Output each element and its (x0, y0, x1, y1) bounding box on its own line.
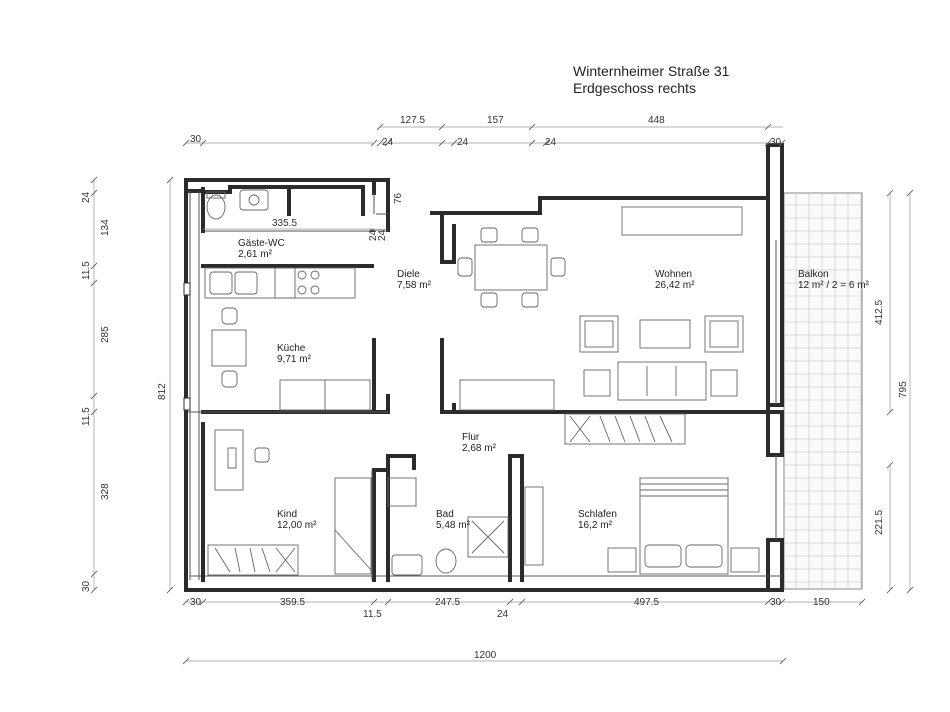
dim-inner-335-5: 335.5 (272, 218, 297, 229)
dim-bottom-497-5: 497.5 (634, 597, 659, 608)
dim-bottom-359-5: 359.5 (280, 597, 305, 608)
room-gaeste-wc-area: 2,61 m² (238, 249, 273, 260)
dimension-lines (90, 123, 914, 665)
dim-right-412-5: 412.5 (874, 300, 885, 325)
room-kind-area: 12,00 m² (277, 520, 317, 531)
balcony (783, 192, 863, 590)
room-bad-area: 5,48 m² (436, 520, 471, 531)
room-kueche-area: 9,71 m² (277, 354, 312, 365)
plan-floor: Erdgeschoss rechts (573, 80, 696, 96)
walls (183, 143, 784, 592)
dim-bottom-30-left: 30 (190, 597, 202, 608)
dim-top-127-5: 127.5 (400, 115, 425, 126)
room-balkon-area: 12 m² / 2 = 6 m² (798, 280, 870, 291)
room-schlafen-area: 16,2 m² (578, 520, 613, 531)
dim-left-11-5-a: 11.5 (81, 261, 92, 280)
dim-top-30-right: 30 (770, 137, 782, 148)
dim-bottom-24: 24 (497, 609, 509, 620)
dim-left-285: 285 (100, 326, 111, 343)
dim-bottom-247-5: 247.5 (435, 597, 460, 608)
dimension-labels: 30 127.5 24 157 24 448 24 30 24 134 11.5… (81, 115, 909, 661)
dim-bottom-overall: 1200 (474, 650, 497, 661)
dim-bottom-11-5: 11.5 (363, 609, 382, 620)
plan-address: Winternheimer Straße 31 (573, 63, 730, 79)
room-schlafen-name: Schlafen (578, 509, 617, 520)
room-wohnen-area: 26,42 m² (655, 280, 695, 291)
dim-bottom-150: 150 (813, 597, 830, 608)
dim-top-448: 448 (648, 115, 665, 126)
dim-top-24-a: 24 (382, 137, 394, 148)
dim-left-overall: 812 (157, 383, 168, 400)
dim-left-24: 24 (81, 191, 92, 203)
room-labels: Gäste-WC 2,61 m² Diele 7,58 m² Wohnen 26… (238, 238, 870, 531)
dim-right-221-5: 221.5 (874, 510, 885, 535)
room-bad-name: Bad (436, 509, 454, 520)
room-kueche-name: Küche (277, 343, 306, 354)
room-balkon-name: Balkon (798, 269, 829, 280)
room-diele-name: Diele (397, 269, 420, 280)
dim-left-11-5-b: 11.5 (81, 407, 92, 426)
dim-inner-24-b: 24 (368, 229, 379, 241)
dim-inner-24-a: 24 (377, 229, 388, 241)
dim-left-30: 30 (81, 580, 92, 592)
room-wohnen-name: Wohnen (655, 269, 692, 280)
dim-top-30-left: 30 (190, 134, 202, 145)
dim-left-328: 328 (100, 483, 111, 500)
room-kind-name: Kind (277, 509, 297, 520)
room-diele-area: 7,58 m² (397, 280, 432, 291)
room-flur-name: Flur (462, 432, 480, 443)
dim-inner-76: 76 (393, 192, 404, 204)
furniture (204, 189, 760, 576)
room-gaeste-wc-name: Gäste-WC (238, 238, 285, 249)
dim-left-134: 134 (100, 219, 111, 236)
dim-top-24-b: 24 (457, 137, 469, 148)
dim-bottom-30-right: 30 (770, 597, 782, 608)
room-flur-area: 2,68 m² (462, 443, 497, 454)
dim-right-795: 795 (898, 381, 909, 398)
dim-top-24-c: 24 (545, 137, 557, 148)
dim-top-157: 157 (487, 115, 504, 126)
